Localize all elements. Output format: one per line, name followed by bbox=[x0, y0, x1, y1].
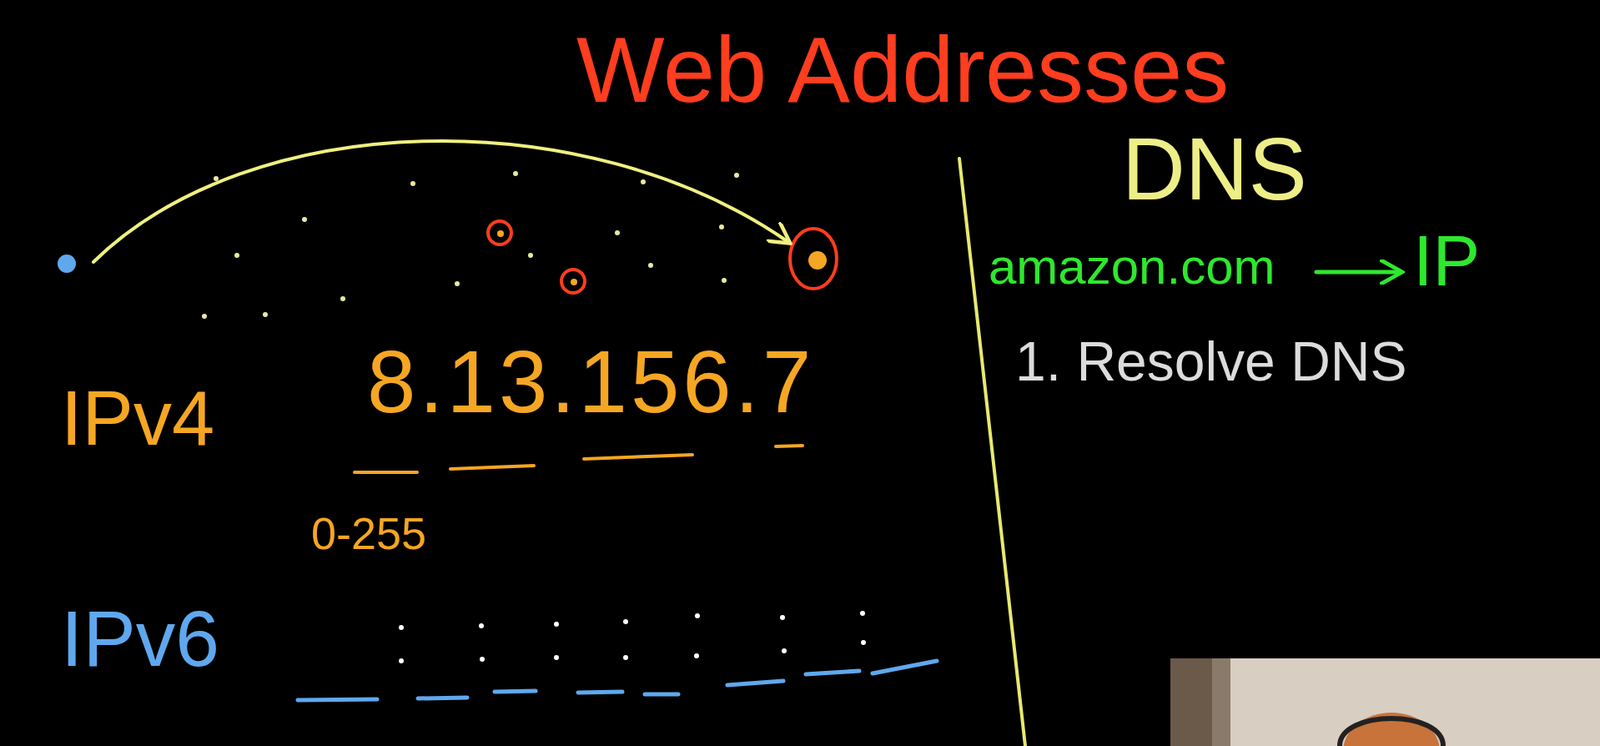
hextet-colons bbox=[398, 610, 866, 664]
colon-dot bbox=[478, 623, 484, 629]
protocol-label: IPv4 bbox=[60, 379, 215, 457]
colon-dot bbox=[553, 621, 559, 627]
hextet-underline bbox=[578, 691, 623, 693]
node-dot bbox=[734, 172, 740, 178]
colon-dot bbox=[398, 624, 404, 630]
dns-arrow bbox=[1316, 270, 1400, 275]
range-note: 0-255 bbox=[311, 510, 427, 556]
router-dot bbox=[497, 230, 504, 237]
page-title: Web Addresses bbox=[576, 23, 1229, 117]
node-dot bbox=[262, 311, 268, 317]
node-dot bbox=[234, 252, 240, 258]
webcam-overlay bbox=[1170, 658, 1600, 746]
hextet-underline bbox=[805, 670, 860, 675]
request-arc bbox=[93, 140, 789, 262]
node-dot bbox=[648, 262, 654, 268]
colon-dot bbox=[860, 610, 866, 616]
node-dot bbox=[640, 179, 646, 185]
ip-label: IP bbox=[1413, 225, 1480, 297]
node-dot bbox=[301, 216, 307, 222]
protocol-label: IPv6 bbox=[60, 598, 220, 679]
curtain bbox=[1170, 658, 1213, 746]
router-circle bbox=[561, 269, 585, 293]
hextet-underline bbox=[644, 692, 679, 697]
domain-name: amazon.com bbox=[988, 241, 1275, 292]
hextet-underline bbox=[297, 699, 378, 700]
hextet-underlines bbox=[297, 660, 937, 700]
octet-underline bbox=[775, 445, 803, 447]
hextet-underline bbox=[494, 690, 536, 692]
hextet-underline bbox=[872, 660, 937, 674]
node-dot bbox=[721, 277, 727, 283]
network-dots bbox=[201, 171, 740, 319]
octet-underlines bbox=[354, 445, 803, 473]
node-dot bbox=[614, 230, 620, 236]
router-circle bbox=[488, 221, 512, 245]
colon-dot bbox=[623, 654, 629, 660]
colon-dot bbox=[694, 653, 700, 659]
hextet-underline bbox=[727, 680, 784, 685]
hextet-underline bbox=[417, 697, 468, 699]
router-dot bbox=[570, 278, 578, 286]
ip-address: 8.13.156.7 bbox=[367, 337, 815, 426]
server-dot bbox=[808, 251, 827, 270]
node-dot bbox=[213, 176, 219, 182]
node-dot bbox=[513, 171, 519, 177]
server-circle bbox=[789, 228, 837, 289]
client-dot bbox=[57, 254, 76, 273]
step-note: 1. Resolve DNS bbox=[1015, 333, 1408, 389]
node-dot bbox=[528, 252, 534, 258]
colon-dot bbox=[860, 639, 866, 645]
section-heading: DNS bbox=[1122, 125, 1308, 213]
octet-underline bbox=[354, 470, 418, 474]
node-dot bbox=[454, 281, 460, 287]
node-dot bbox=[719, 224, 725, 230]
colon-dot bbox=[781, 648, 787, 654]
colon-dot bbox=[398, 658, 404, 664]
node-dot bbox=[201, 313, 207, 319]
node-dot bbox=[410, 181, 416, 187]
colon-dot bbox=[623, 618, 629, 624]
node-dot bbox=[340, 296, 346, 302]
colon-dot bbox=[553, 654, 559, 660]
octet-underline bbox=[450, 465, 534, 469]
headphones bbox=[1339, 718, 1444, 746]
colon-dot bbox=[479, 656, 485, 662]
octet-underline bbox=[583, 454, 693, 459]
curtain bbox=[1212, 658, 1231, 746]
colon-dot bbox=[779, 614, 785, 620]
colon-dot bbox=[694, 613, 700, 619]
